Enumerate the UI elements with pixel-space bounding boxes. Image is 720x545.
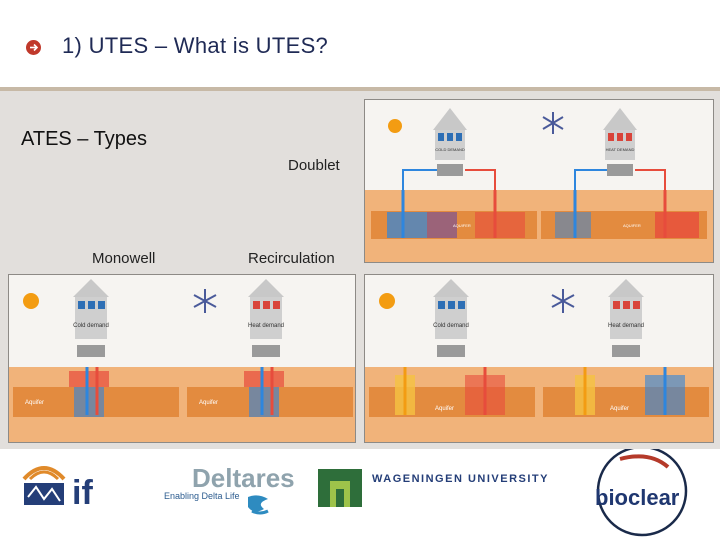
aquifer-text-doublet-2: AQUIFER [623,223,641,228]
monowell-diagram: Cold demand Heat demand Aquifer Aquifer [8,274,356,443]
doublet-diagram: COLD DEMAND HEAT DEMAND AQUIFER AQUIFER [364,99,714,263]
aquifer-text-doublet-1: AQUIFER [453,223,471,228]
aquifer-text-monowell-2: Aquifer [199,400,218,406]
heat-demand-text-recirculation: Heat demand [608,323,644,329]
if-logo: if [22,466,93,512]
bioclear-logo: bioclear [595,445,688,537]
cold-demand-text-monowell: Cold demand [73,323,109,329]
aquifer-text-recirculation-2: Aquifer [610,406,629,412]
partner-logos: if Deltares Enabling Delta Life WAGENING… [0,445,720,540]
wageningen-logo: WAGENINGEN UNIVERSITY [318,469,549,507]
recirculation-diagram: Cold demand Heat demand Aquifer Aquifer [364,274,714,443]
aquifer-text-recirculation-1: Aquifer [435,406,454,412]
deltares-tagline: Enabling Delta Life [164,491,240,501]
heat-demand-text-doublet: HEAT DEMAND [606,147,635,152]
recirculation-label: Recirculation [248,250,335,267]
deltares-logo: Deltares Enabling Delta Life [164,463,295,515]
slide-header: 1) UTES – What is UTES? [0,0,720,87]
monowell-label: Monowell [92,250,156,267]
slide-title: 1) UTES – What is UTES? [62,33,329,58]
aquifer-text-monowell-1: Aquifer [25,400,44,406]
wageningen-text: WAGENINGEN UNIVERSITY [372,473,549,485]
header-divider [0,87,720,91]
bioclear-text: bioclear [595,485,680,510]
cold-demand-text-recirculation: Cold demand [433,323,469,329]
if-logo-text: if [72,474,93,512]
deltares-name: Deltares [192,463,295,493]
section-subtitle: ATES – Types [21,128,147,150]
arrow-right-circle-icon [26,40,41,55]
doublet-label: Doublet [288,157,340,174]
cold-demand-text-doublet: COLD DEMAND [435,147,465,152]
heat-demand-text-monowell: Heat demand [248,323,284,329]
